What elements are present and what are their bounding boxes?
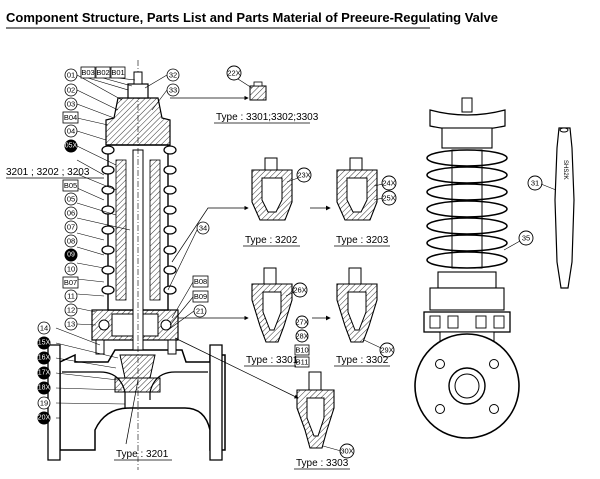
callout-33: 33 <box>169 86 177 95</box>
big-spring-coils <box>426 149 508 269</box>
callout-02: 02 <box>67 86 75 95</box>
callout-26x: 26X <box>293 286 306 295</box>
callout-23x: 23X <box>297 171 310 180</box>
callout-06: 06 <box>67 209 75 218</box>
callout-b08: B08 <box>194 277 207 286</box>
top-cap <box>105 97 171 146</box>
callout-b11: B11 <box>296 358 309 367</box>
callout-10: 10 <box>67 265 75 274</box>
left-callouts: 01 02 03 B04 04 05X B05 05 06 07 08 09 1… <box>37 68 79 425</box>
type-label-3203: Type : 3203 <box>336 235 389 246</box>
callout-32: 32 <box>169 71 177 80</box>
callout-25x: 25X <box>382 194 395 203</box>
top-callouts: B03 B02 B01 <box>80 66 136 91</box>
callout-28x: 28X <box>295 332 308 341</box>
tool-31: SHS2K 31 <box>527 127 575 289</box>
adjust-screw <box>133 71 143 85</box>
type-label-3301-3302-3303: Type : 3301;3302;3303 <box>216 112 319 123</box>
callout-b10: B10 <box>295 346 308 355</box>
main-valve-assembly <box>47 60 226 470</box>
diagram-title: Component Structure, Parts List and Part… <box>6 10 498 25</box>
callout-07: 07 <box>67 223 75 232</box>
callout-14: 14 <box>40 324 48 333</box>
callout-04: 04 <box>67 127 75 136</box>
callout-b09: B09 <box>194 292 207 301</box>
arrow-to-3202 <box>171 205 249 263</box>
callout-03: 03 <box>67 100 75 109</box>
callout-b01: B01 <box>111 68 124 77</box>
type-label-3201: Type : 3201 <box>116 449 169 460</box>
callout-20x: 20X <box>38 415 51 422</box>
tool-stamp: SHS2K <box>562 160 568 180</box>
callout-29x: 29X <box>380 346 393 355</box>
callout-11: 11 <box>67 292 75 301</box>
callout-b02: B02 <box>96 68 109 77</box>
detail-3202: 23X Type : 3202 <box>243 157 312 247</box>
callout-05x: 05X <box>65 143 78 150</box>
callout-22x: 22X <box>227 69 240 78</box>
inner-sleeve-left <box>115 159 127 301</box>
type-label-3302: Type : 3302 <box>336 355 389 366</box>
detail-3303: 30X Type : 3303 <box>294 371 355 470</box>
callout-31: 31 <box>531 179 539 188</box>
bottom-bolts <box>429 315 505 329</box>
type-label-3202: Type : 3202 <box>245 235 298 246</box>
callout-13: 13 <box>67 320 75 329</box>
adjust-nut <box>127 83 149 99</box>
body-bolt-right <box>167 339 177 355</box>
callout-34: 34 <box>199 224 207 233</box>
type-label-3301: Type : 3301 <box>246 355 299 366</box>
callout-27x: 27X <box>295 318 308 327</box>
bonnet-bolt-right <box>160 319 172 331</box>
callout-19: 19 <box>40 399 48 408</box>
flange-face-view <box>414 333 520 439</box>
callout-08: 08 <box>67 237 75 246</box>
type-3201-label-group: Type : 3201 <box>114 379 172 461</box>
valve-body <box>59 349 226 451</box>
group-label: 3201 ; 3202 ; 3203 <box>6 167 90 178</box>
callout-09: 09 <box>67 252 75 259</box>
detail-3203: 24X 25X Type : 3203 <box>334 157 397 247</box>
valve-flange-right <box>209 344 223 461</box>
callout-16x: 16X <box>38 355 51 362</box>
callout-21: 21 <box>196 307 204 316</box>
spring-assembly: 35 <box>423 97 534 343</box>
detail-3301: 26X 27X 28X B10 B11 Type : 3301 <box>244 267 310 368</box>
callout-18x: 18X <box>38 385 51 392</box>
callout-b05: B05 <box>64 181 77 190</box>
callout-24x: 24X <box>382 179 395 188</box>
valve-plug <box>119 354 156 379</box>
callout-35: 35 <box>522 234 530 243</box>
callout-15x: 15X <box>38 340 51 347</box>
bonnet-bolt-left <box>98 319 110 331</box>
top-handwheel <box>429 109 506 131</box>
detail-3302: 29X Type : 3302 <box>334 267 395 367</box>
callout-17x: 17X <box>38 370 51 377</box>
callout-b07: B07 <box>64 278 77 287</box>
top-detail-22x: 22X Type : 3301;3302;3303 <box>170 65 319 124</box>
left-callout-leaders <box>55 74 131 419</box>
callout-30x: 30X <box>340 447 353 456</box>
part-22x <box>249 85 267 101</box>
type-label-3303: Type : 3303 <box>296 458 349 469</box>
callout-01: 01 <box>67 71 75 80</box>
right-callouts: 32 33 34 B08 B09 21 <box>144 68 210 331</box>
callout-12: 12 <box>67 306 75 315</box>
arrow-to-3303 <box>174 337 299 399</box>
inner-sleeve-right <box>149 159 161 301</box>
callout-b03: B03 <box>81 68 94 77</box>
spring-coils <box>101 145 177 295</box>
body-bolt-left <box>95 339 105 355</box>
callout-05: 05 <box>67 195 75 204</box>
callout-b04: B04 <box>64 113 77 122</box>
